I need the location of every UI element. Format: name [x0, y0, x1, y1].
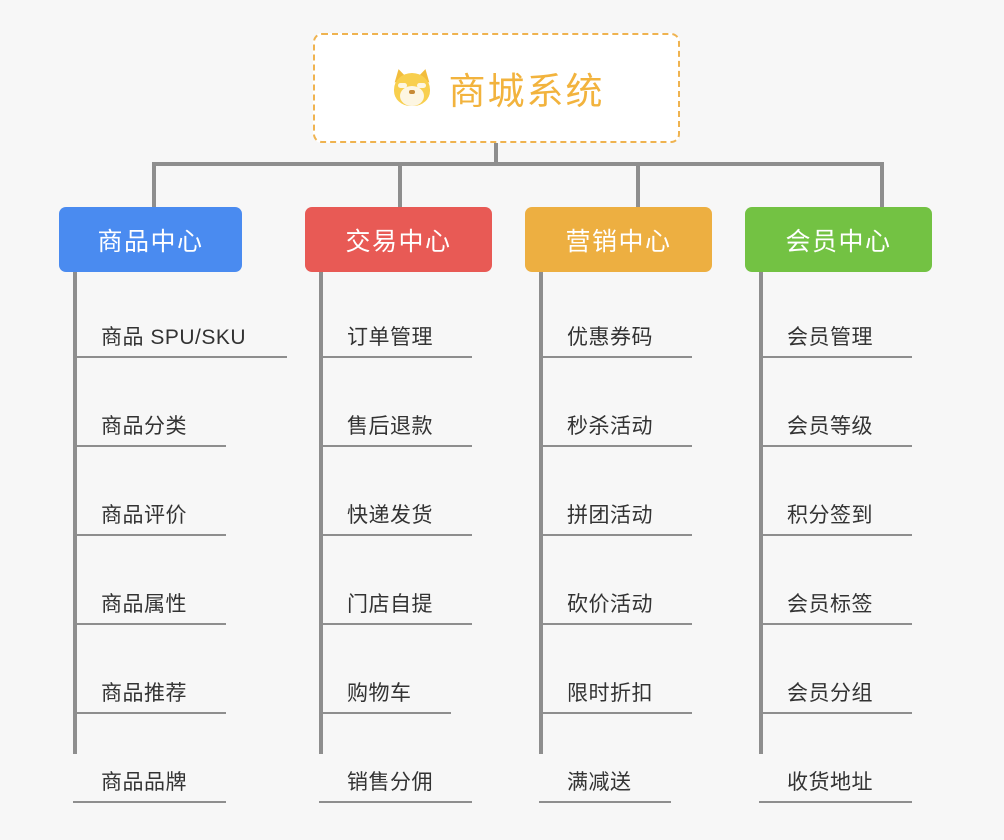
leaf-label: 商品属性 — [101, 593, 187, 616]
category-trunk-2 — [319, 272, 323, 754]
leaf-label: 门店自提 — [347, 593, 433, 616]
leaf-label: 商品推荐 — [101, 682, 187, 705]
leaf-underline — [759, 356, 912, 358]
leaf-underline — [319, 801, 472, 803]
root-title: 商城系统 — [448, 71, 605, 112]
leaf-underline — [73, 534, 226, 536]
leaf-underline — [73, 801, 226, 803]
leaf-label: 商品 SPU/SKU — [101, 326, 247, 349]
leaf-label: 商品评价 — [101, 504, 187, 527]
leaf-underline — [73, 356, 287, 358]
leaf-underline — [539, 712, 692, 714]
leaf-underline — [319, 712, 451, 714]
category-label: 营销中心 — [565, 227, 672, 256]
leaf-label: 积分签到 — [787, 504, 873, 527]
leaf-label: 售后退款 — [347, 415, 433, 438]
leaf-label: 会员等级 — [787, 415, 873, 438]
leaf-label: 订单管理 — [347, 326, 433, 349]
leaf-label: 会员分组 — [787, 682, 873, 705]
leaf-underline — [539, 445, 692, 447]
category-trunk-4 — [759, 272, 763, 754]
leaf-underline — [539, 356, 692, 358]
leaf-underline — [73, 623, 226, 625]
leaf-label: 优惠券码 — [567, 326, 653, 349]
leaf-underline — [319, 445, 472, 447]
leaf-label: 收货地址 — [787, 771, 873, 794]
leaf-label: 满减送 — [567, 771, 632, 794]
leaf-underline — [73, 445, 226, 447]
leaf-label: 秒杀活动 — [567, 415, 653, 438]
leaf-label: 销售分佣 — [347, 771, 433, 794]
category-trunk-1 — [73, 272, 77, 754]
leaf-underline — [759, 623, 912, 625]
connector-drop-1 — [152, 162, 156, 209]
connector-drop-3 — [636, 162, 640, 209]
leaf-label: 商品品牌 — [101, 771, 187, 794]
category-label: 会员中心 — [785, 227, 892, 256]
leaf-underline — [539, 534, 692, 536]
root-node[interactable]: 商城系统 — [313, 33, 680, 143]
leaf-label: 砍价活动 — [567, 593, 653, 616]
leaf-label: 会员标签 — [787, 593, 873, 616]
leaf-label: 会员管理 — [787, 326, 873, 349]
leaf-underline — [319, 356, 472, 358]
category-header-2[interactable]: 交易中心 — [305, 207, 492, 272]
category-header-4[interactable]: 会员中心 — [745, 207, 932, 272]
category-label: 商品中心 — [97, 227, 204, 256]
connector-drop-2 — [398, 162, 402, 209]
leaf-underline — [759, 801, 912, 803]
leaf-underline — [319, 534, 472, 536]
leaf-label: 购物车 — [347, 682, 412, 705]
root-stem — [494, 143, 498, 164]
dog-face-icon — [389, 65, 435, 111]
category-header-3[interactable]: 营销中心 — [525, 207, 712, 272]
leaf-underline — [73, 712, 226, 714]
leaf-underline — [539, 623, 692, 625]
leaf-underline — [319, 623, 472, 625]
category-trunk-3 — [539, 272, 543, 754]
connector-bus — [152, 162, 884, 166]
leaf-underline — [759, 534, 912, 536]
connector-drop-4 — [880, 162, 884, 209]
leaf-label: 商品分类 — [101, 415, 187, 438]
leaf-label: 拼团活动 — [567, 504, 653, 527]
leaf-underline — [539, 801, 671, 803]
leaf-label: 限时折扣 — [567, 682, 653, 705]
leaf-underline — [759, 445, 912, 447]
category-header-1[interactable]: 商品中心 — [59, 207, 242, 272]
category-label: 交易中心 — [345, 227, 452, 256]
leaf-underline — [759, 712, 912, 714]
leaf-label: 快递发货 — [347, 504, 433, 527]
